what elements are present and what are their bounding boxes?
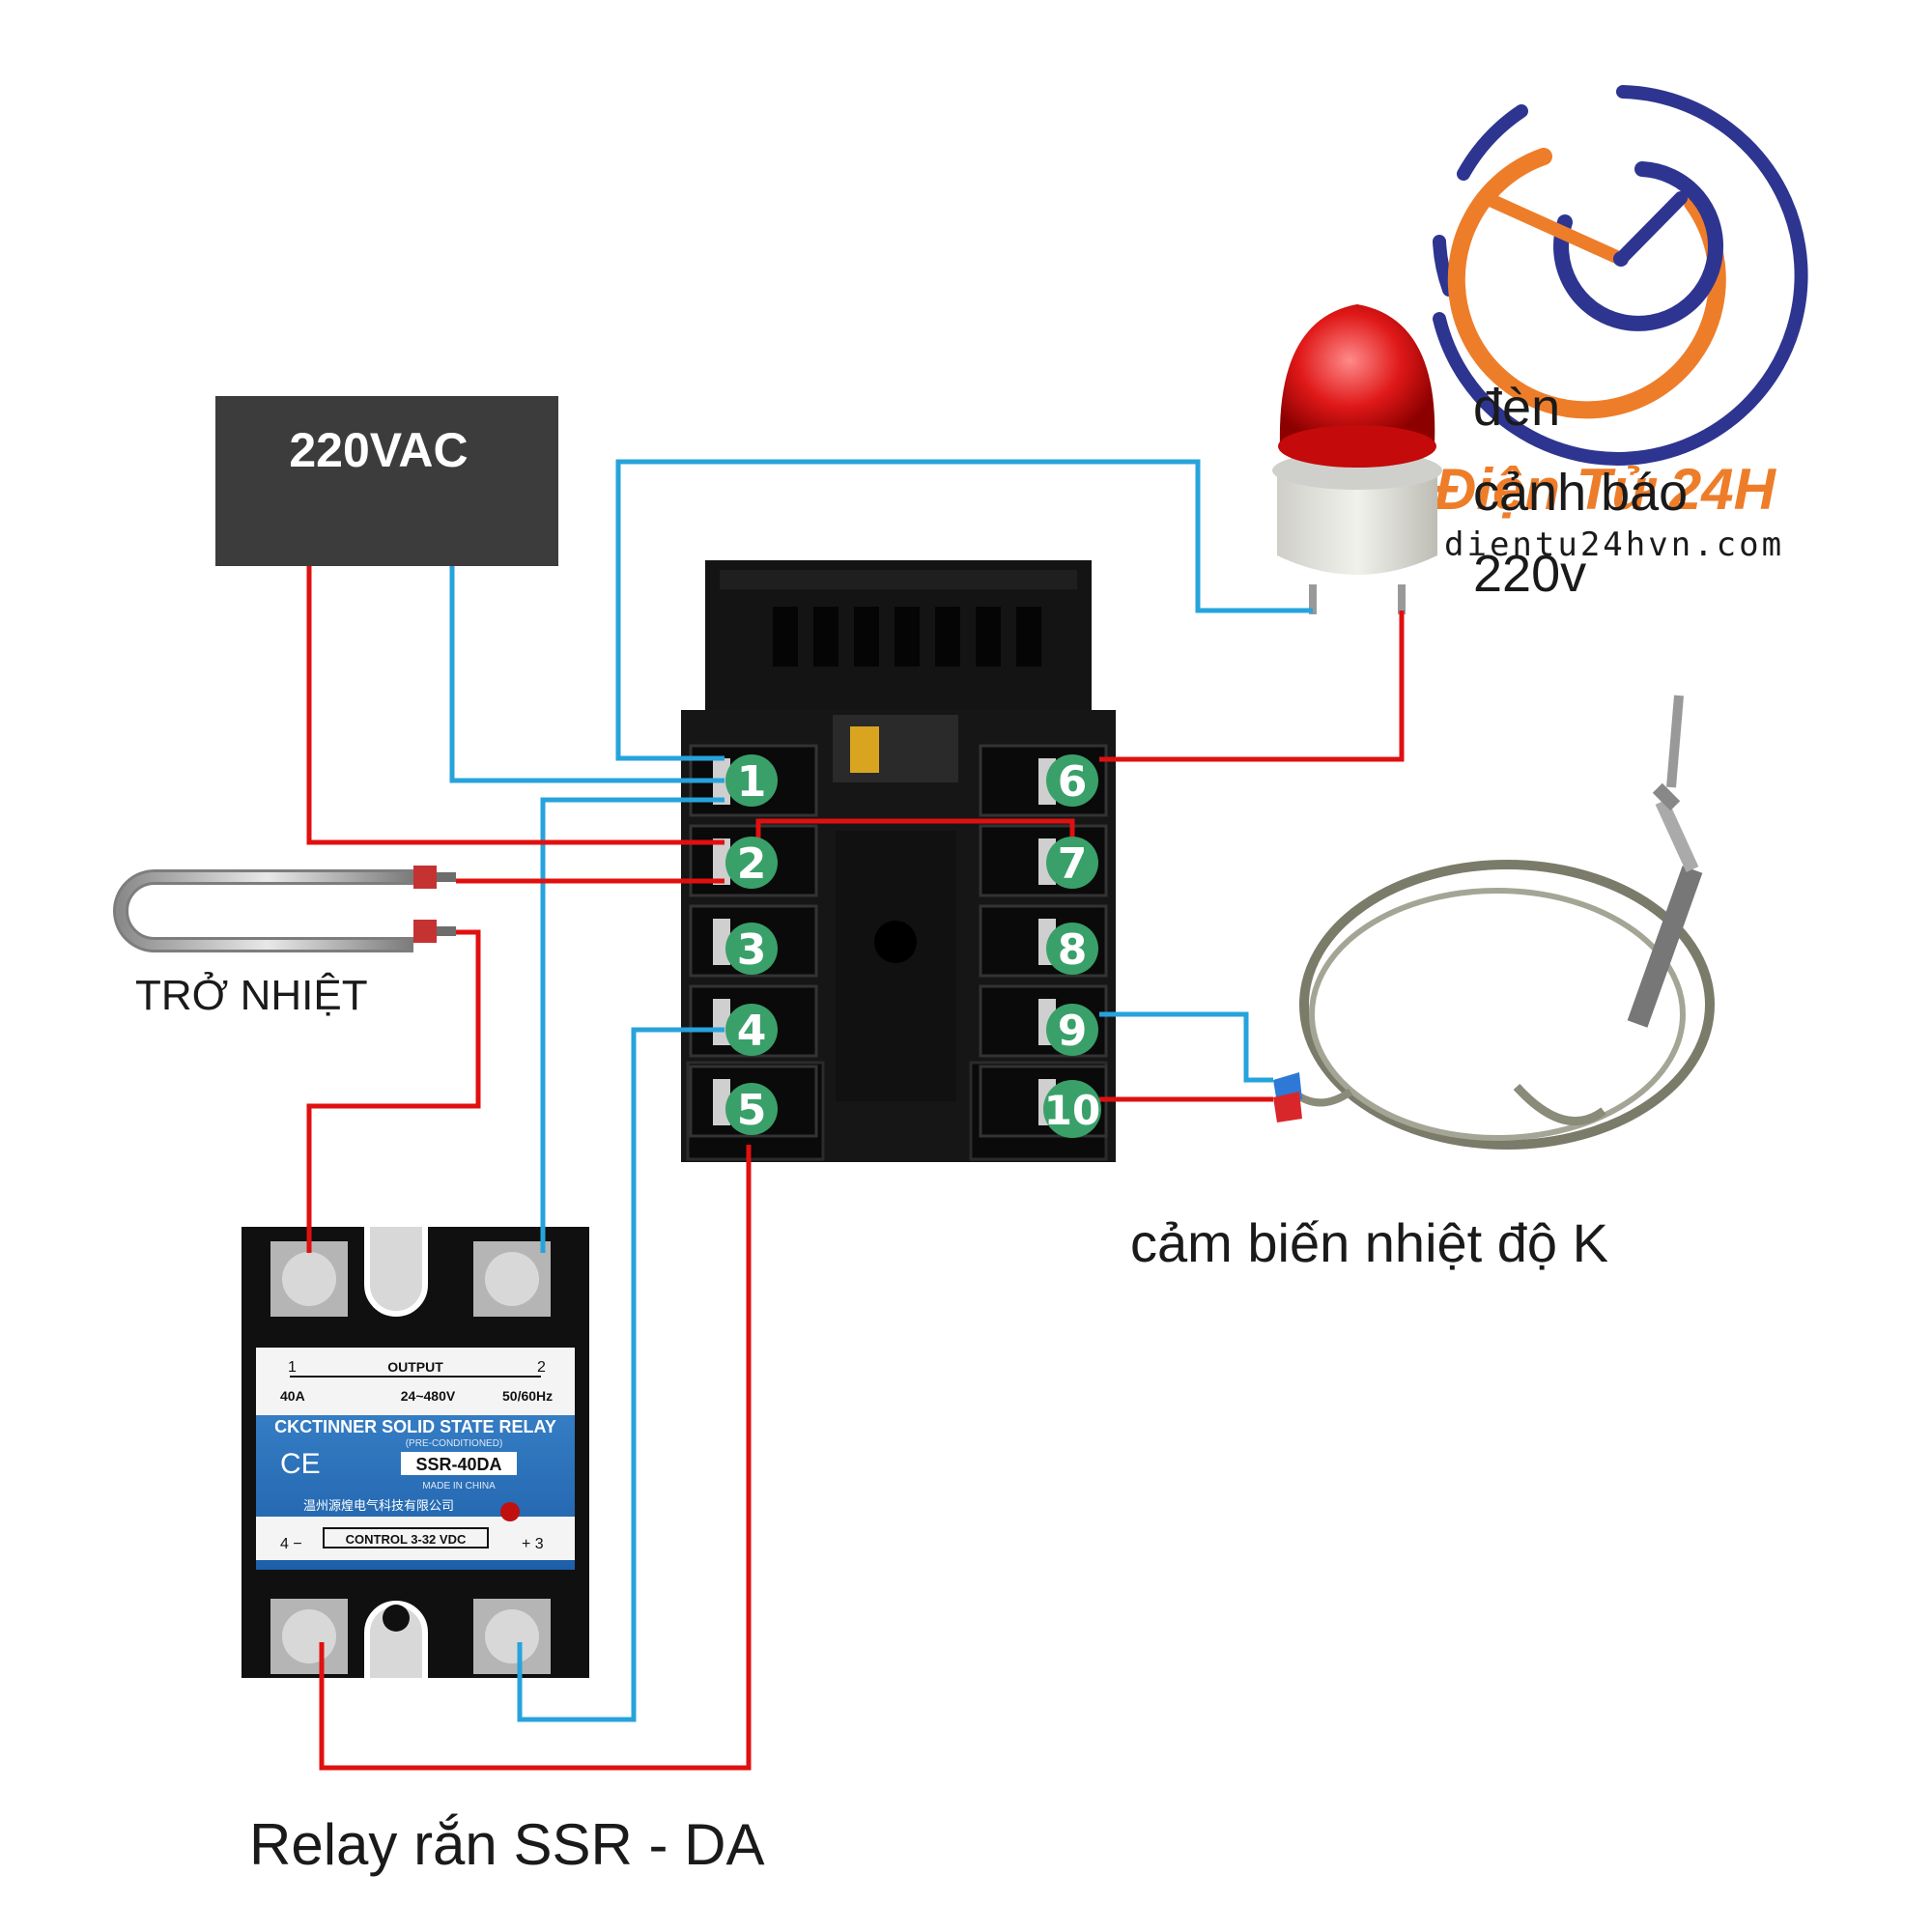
terminal-7-label: 7 [1058, 839, 1088, 889]
alarm-lamp-label-line-2: cảnh báo [1473, 464, 1688, 522]
ssr-terminal-1: 1 [288, 1359, 297, 1376]
terminal-3-label: 3 [737, 925, 767, 975]
ssr-made-in: MADE IN CHINA [422, 1481, 496, 1492]
terminal-4: 4 [725, 1004, 778, 1056]
ssr-caption: Relay rắn SSR - DA [249, 1812, 765, 1877]
terminal-badges: 1 2 3 4 5 6 7 8 9 10 [725, 754, 1101, 1138]
ssr-terminal-4: 4 − [280, 1536, 302, 1552]
wire-220vac-neutral-to-pin1 [449, 566, 724, 783]
wire-lamp-to-pin6 [1099, 611, 1405, 762]
terminal-4-label: 4 [737, 1007, 767, 1056]
thermocouple-k-sensor [1273, 695, 1715, 1150]
terminal-9-label: 9 [1058, 1007, 1088, 1056]
ssr-chinese-text: 温州源煌电气科技有限公司 [303, 1498, 454, 1514]
wire-pin5-to-ssr [319, 1145, 752, 1771]
terminal-5-label: 5 [737, 1086, 767, 1135]
ssr-brand: CKCTINNER SOLID STATE RELAY [274, 1417, 556, 1436]
logo-clock-icon [1433, 85, 1808, 466]
alarm-lamp-label-line-1: đèn [1473, 379, 1560, 437]
dientu24h-logo: Điện Tử 24H dientu24hvn.com [1433, 85, 1808, 564]
ssr-ce-mark: CE [280, 1448, 321, 1480]
wire-ssr-to-pin1 [540, 797, 724, 1253]
terminal-8: 8 [1046, 923, 1098, 975]
terminal-2: 2 [725, 837, 778, 889]
alarm-lamp-label-line-3: 220v [1473, 545, 1586, 603]
power-source-220vac: 220VAC [215, 396, 558, 566]
ssr-frequency: 50/60Hz [502, 1388, 553, 1404]
sensor-label: cảm biến nhiệt độ K [1130, 1212, 1608, 1273]
logo-brand: Điện Tử 24H [1435, 457, 1777, 522]
terminal-7: 7 [1046, 837, 1098, 889]
wire-heater-to-ssr [306, 929, 481, 1253]
alarm-lamp [1272, 304, 1442, 614]
terminal-10: 10 [1043, 1080, 1101, 1138]
wire-lamp-to-pin1 [615, 459, 1313, 761]
terminal-3: 3 [725, 923, 778, 975]
ssr-preconditioned: (PRE-CONDITIONED) [406, 1438, 503, 1449]
terminal-5: 5 [725, 1083, 778, 1135]
ssr-terminal-2: 2 [537, 1359, 546, 1376]
heater-element [113, 866, 456, 952]
wire-pin2-to-pin7 [755, 818, 1075, 842]
terminal-10-label: 10 [1044, 1087, 1100, 1134]
terminal-2-label: 2 [737, 839, 767, 889]
ssr-control-label: CONTROL 3-32 VDC [346, 1532, 467, 1547]
terminal-6-label: 6 [1058, 757, 1088, 807]
logo-url: dientu24hvn.com [1444, 526, 1784, 564]
ssr-indicator-led [500, 1502, 520, 1521]
ssr-terminal-3: + 3 [522, 1536, 544, 1552]
ssr-voltage: 24~480V [401, 1388, 456, 1404]
terminal-8-label: 8 [1058, 925, 1088, 975]
wires [306, 459, 1405, 1771]
wire-220vac-line-to-pin2 [306, 566, 724, 845]
terminal-1: 1 [725, 754, 778, 807]
heater-label: TRỞ NHIỆT [135, 970, 368, 1019]
terminal-1-label: 1 [737, 757, 767, 807]
wire-pin9-to-sensor [1099, 1011, 1273, 1083]
power-source-label: 220VAC [289, 423, 468, 477]
terminal-9: 9 [1046, 1004, 1098, 1056]
ssr-model: SSR-40DA [415, 1455, 501, 1474]
ssr-output-label: OUTPUT [387, 1359, 443, 1375]
ssr-current: 40A [280, 1388, 305, 1404]
wire-pin4-to-ssr [517, 1027, 724, 1722]
solid-state-relay: OUTPUT 1 2 40A 24~480V 50/60Hz CKCTINNER… [242, 1227, 589, 1678]
terminal-6: 6 [1046, 754, 1098, 807]
